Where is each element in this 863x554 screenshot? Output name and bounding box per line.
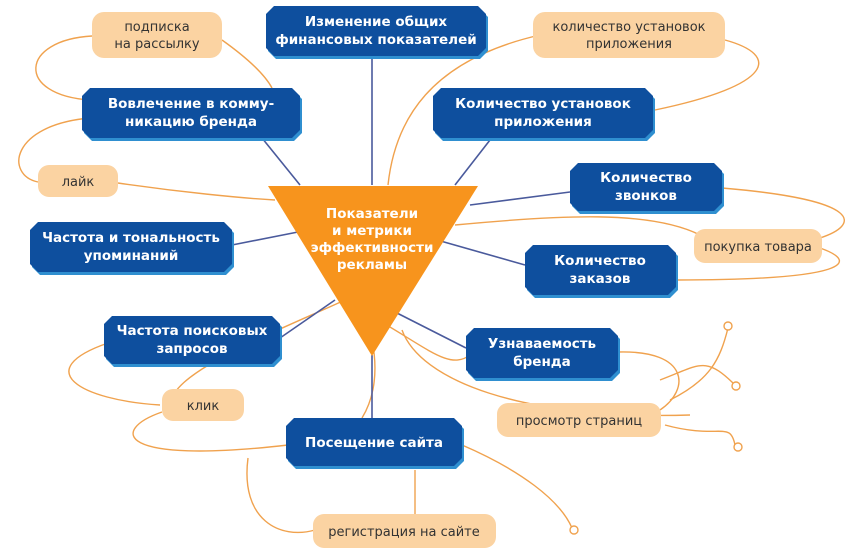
- metric-awareness-line-1: Узнаваемость: [488, 336, 596, 352]
- center-label-line-2: и метрики: [332, 223, 412, 239]
- metric-finance-line-1: Изменение общих: [305, 14, 448, 30]
- connector-lines: [18, 34, 845, 534]
- action-register-line-1: регистрация на сайте: [328, 525, 479, 540]
- action-installs-line-1: количество установок: [552, 20, 705, 35]
- metric-orders: Количество заказов: [525, 245, 678, 298]
- metric-installs: Количество установок приложения: [433, 88, 655, 141]
- action-installs: количество установок приложения: [533, 12, 725, 58]
- action-subscribe-line-1: подписка: [124, 20, 189, 35]
- center-node: Показатели и метрики эффективности рекла…: [268, 186, 478, 356]
- center-label-line-1: Показатели: [326, 206, 418, 222]
- metric-calls: Количество звонков: [570, 163, 724, 214]
- metric-visits: Посещение сайта: [286, 418, 464, 469]
- metric-calls-line-1: Количество: [600, 170, 692, 186]
- metric-installs-line-1: Количество установок: [455, 96, 631, 112]
- metric-engagement-line-2: никацию бренда: [125, 114, 257, 130]
- action-register: регистрация на сайте: [313, 514, 496, 548]
- action-subscribe-line-2: на рассылку: [114, 37, 200, 52]
- metric-mentions-line-2: упоминаний: [84, 248, 179, 264]
- metric-search: Частота поисковых запросов: [104, 316, 282, 367]
- spoke-lines: [231, 55, 571, 418]
- metric-orders-line-1: Количество: [554, 253, 646, 269]
- action-installs-line-2: приложения: [586, 37, 672, 52]
- metric-mentions: Частота и тональность упоминаний: [30, 222, 234, 275]
- action-subscribe: подписка на рассылку: [92, 12, 222, 58]
- metric-search-line-1: Частота поисковых: [117, 323, 268, 339]
- line-end-circles: [569, 321, 743, 535]
- center-label-line-3: эффективности: [311, 240, 434, 256]
- action-purchase: покупка товара: [694, 229, 822, 263]
- metric-search-line-2: запросов: [156, 341, 227, 357]
- metric-orders-line-2: заказов: [570, 271, 631, 287]
- metric-awareness: Узнаваемость бренда: [466, 328, 620, 381]
- action-like: лайк: [38, 165, 118, 197]
- action-click: клик: [162, 389, 244, 421]
- center-triangle: [268, 186, 478, 356]
- metric-awareness-line-2: бренда: [513, 354, 571, 370]
- action-purchase-line-1: покупка товара: [704, 240, 812, 255]
- action-like-line-1: лайк: [62, 175, 95, 190]
- action-click-line-1: клик: [187, 399, 220, 414]
- metric-visits-line-1: Посещение сайта: [305, 435, 443, 451]
- action-pageviews: просмотр страниц: [497, 403, 661, 437]
- action-pageviews-line-1: просмотр страниц: [516, 414, 642, 429]
- metric-mentions-line-1: Частота и тональность: [42, 230, 220, 246]
- metric-installs-line-2: приложения: [494, 114, 592, 130]
- metric-engagement-line-1: Вовлечение в комму-: [108, 96, 274, 112]
- metric-calls-line-2: звонков: [615, 188, 677, 204]
- metric-finance-line-2: финансовых показателей: [275, 32, 476, 48]
- metric-engagement: Вовлечение в комму- никацию бренда: [82, 88, 302, 141]
- metric-finance: Изменение общих финансовых показателей: [266, 6, 488, 59]
- center-label-line-4: рекламы: [337, 257, 407, 273]
